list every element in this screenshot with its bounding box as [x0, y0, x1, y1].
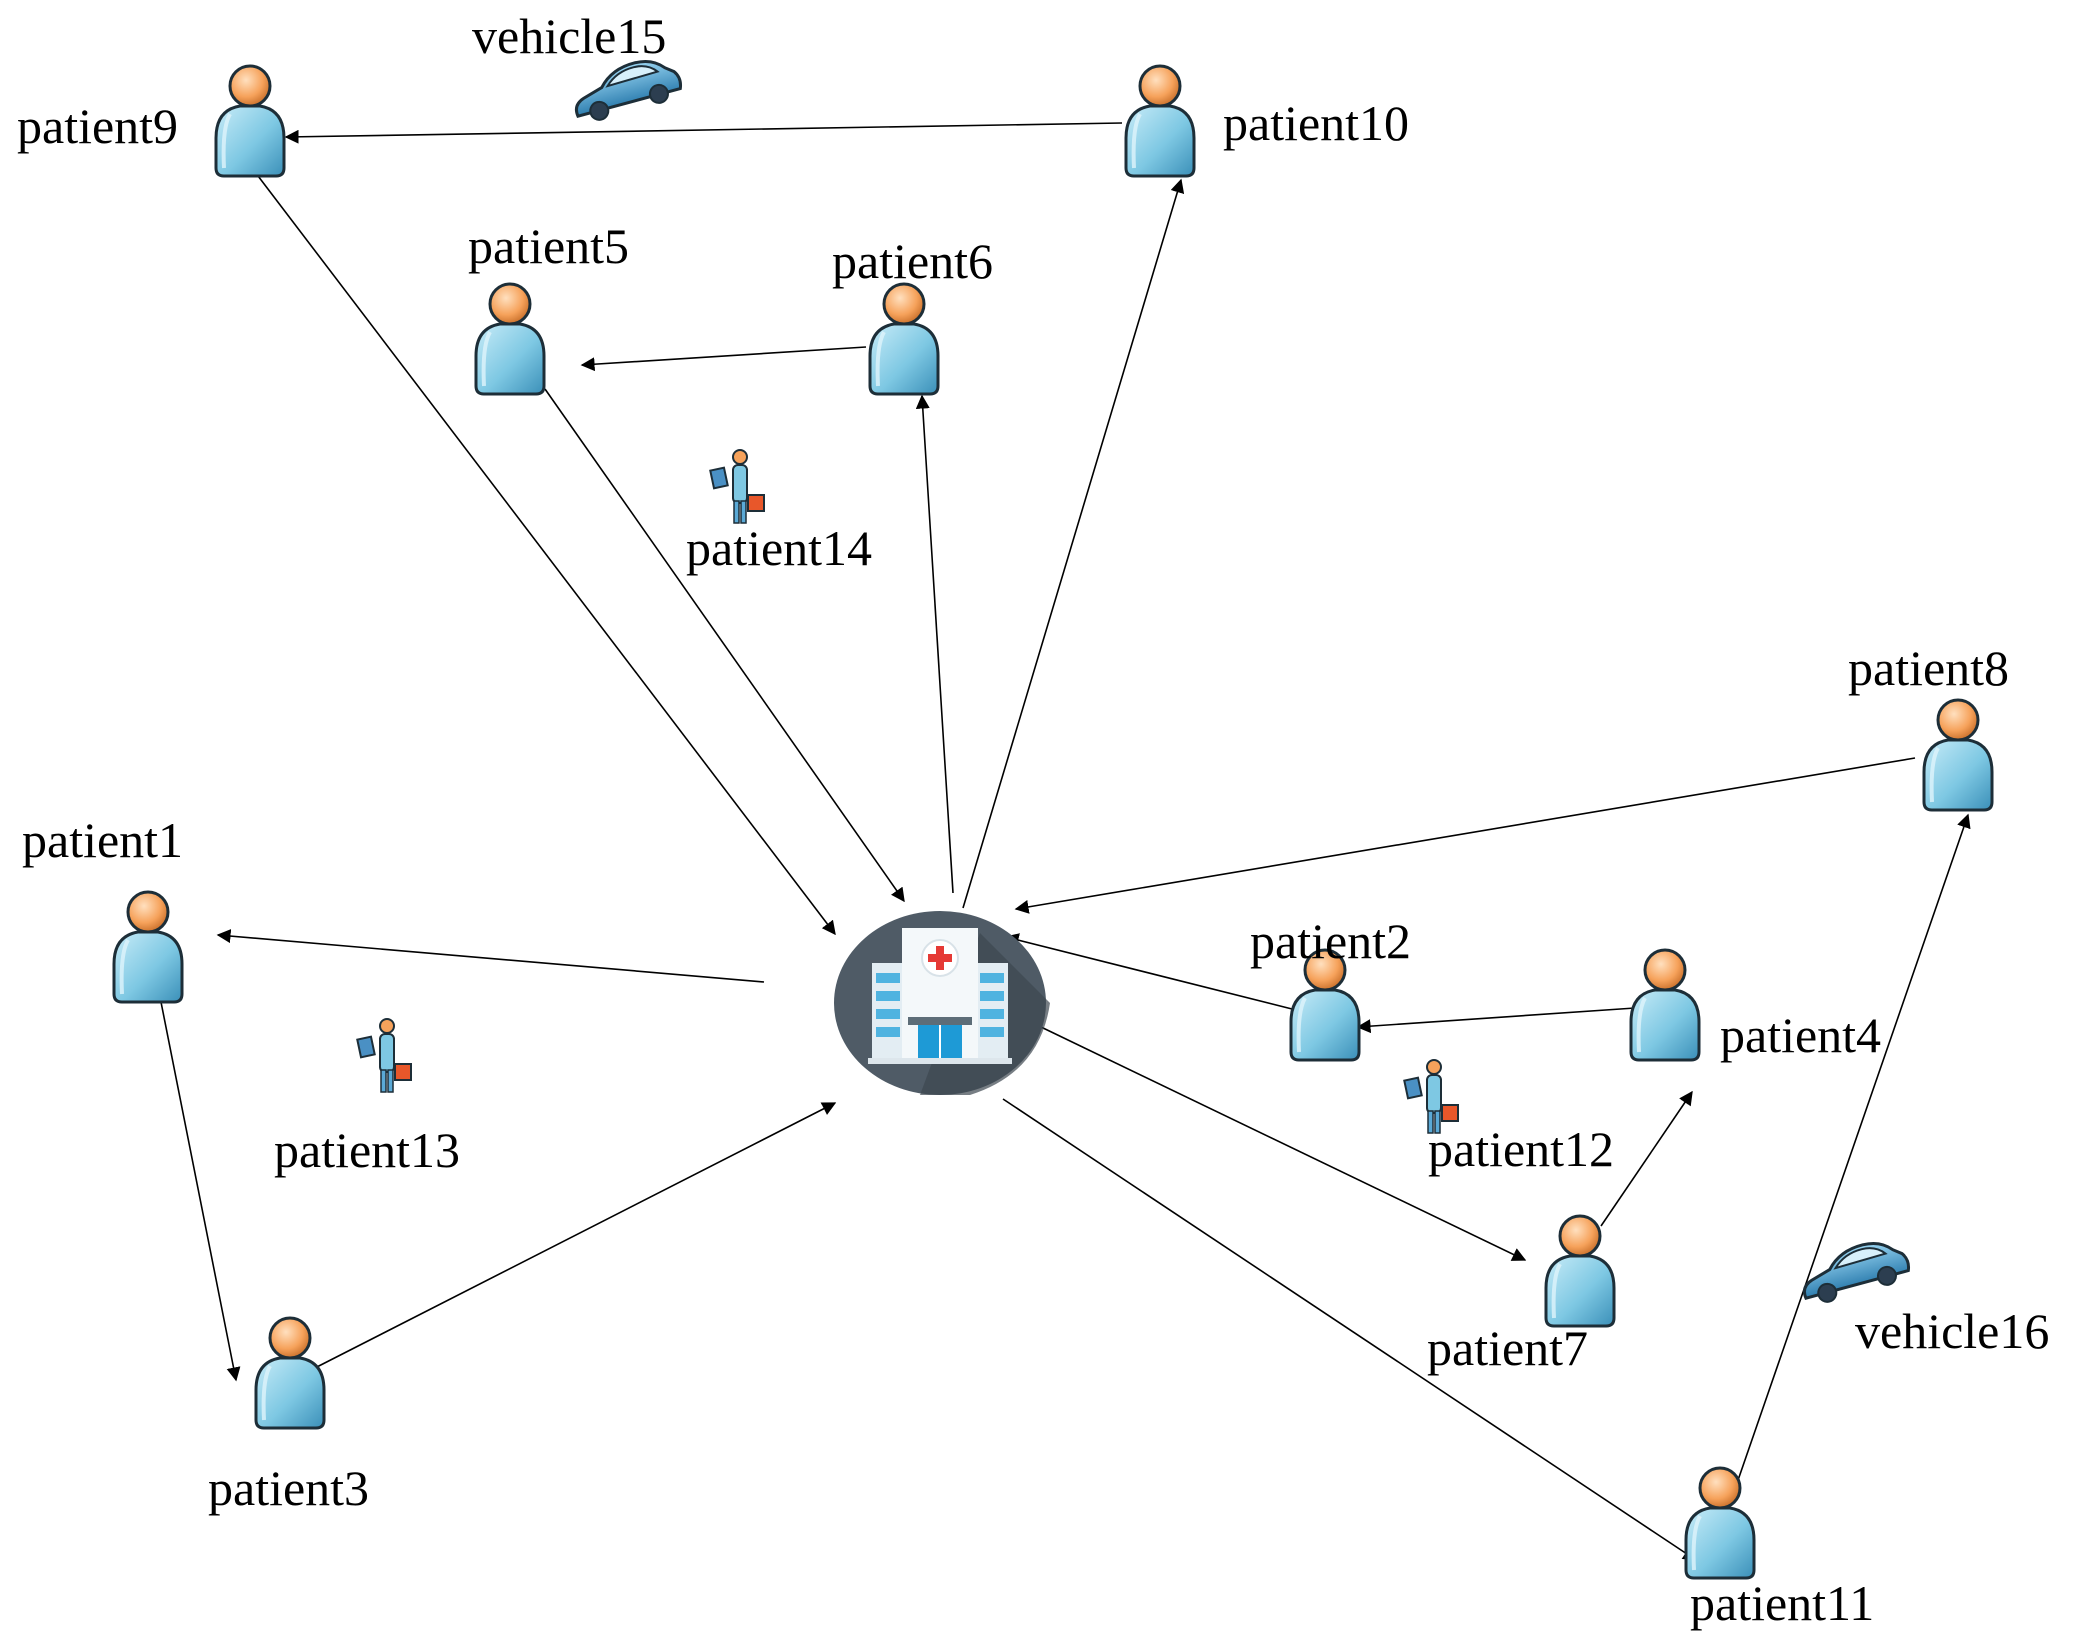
node-label: patient6: [832, 233, 993, 289]
caregiver-icon: [356, 1018, 412, 1093]
edge-patient10-to-patient9: [284, 122, 1123, 144]
person-icon: [112, 890, 184, 1004]
edge-patient9-to-hospital: [254, 171, 836, 936]
node-label: patient7: [1427, 1320, 1588, 1376]
node-label: patient5: [468, 218, 629, 274]
car-icon: [1794, 1233, 1915, 1309]
person-icon: [1922, 698, 1994, 812]
node-patient9[interactable]: patient9: [17, 64, 286, 178]
hospital-icon: [834, 911, 1050, 1095]
node-vehicle16[interactable]: vehicle16: [1794, 1233, 2049, 1359]
node-patient5[interactable]: patient5: [468, 218, 629, 396]
person-icon: [1684, 1466, 1756, 1580]
hospital-node: [834, 911, 1050, 1095]
edge-hospital-to-patient6: [915, 394, 954, 894]
person-icon: [1629, 948, 1701, 1062]
edge-patient2-to-hospital: [1004, 933, 1293, 1010]
node-label: patient12: [1428, 1121, 1614, 1177]
node-patient13[interactable]: patient13: [274, 1018, 460, 1178]
edge-patient4-to-patient2: [1356, 1007, 1636, 1034]
node-label: patient8: [1848, 640, 2009, 696]
node-patient8[interactable]: patient8: [1848, 640, 2009, 812]
edge-patient8-to-hospital: [1014, 757, 1916, 914]
node-label: patient4: [1720, 1007, 1881, 1063]
node-patient14[interactable]: patient14: [686, 449, 872, 576]
node-label: patient2: [1250, 913, 1411, 969]
edges: [159, 122, 1971, 1561]
node-patient6[interactable]: patient6: [832, 233, 993, 396]
node-patient7[interactable]: patient7: [1427, 1214, 1616, 1376]
edge-patient3-to-hospital: [308, 1102, 837, 1372]
person-icon: [474, 282, 546, 396]
car-icon: [566, 51, 687, 127]
edge-hospital-to-patient10: [962, 178, 1185, 909]
edge-patient5-to-hospital: [544, 388, 905, 903]
edge-hospital-to-patient11: [1002, 1098, 1698, 1561]
person-icon: [868, 282, 940, 396]
edge-patient11-to-patient8: [1735, 813, 1971, 1487]
person-icon: [1544, 1214, 1616, 1328]
node-label: patient10: [1223, 95, 1409, 151]
node-label: vehicle15: [472, 8, 666, 64]
node-patient12[interactable]: patient12: [1403, 1059, 1614, 1177]
node-label: patient13: [274, 1122, 460, 1178]
node-patient3[interactable]: patient3: [208, 1316, 369, 1516]
person-icon: [254, 1316, 326, 1430]
node-label: patient1: [22, 812, 183, 868]
node-label: patient9: [17, 98, 178, 154]
caregiver-icon: [709, 449, 765, 524]
node-label: patient11: [1690, 1575, 1874, 1631]
node-patient2[interactable]: patient2: [1250, 913, 1411, 1062]
edge-hospital-to-patient7: [1040, 1026, 1527, 1261]
edge-patient6-to-patient5: [580, 346, 867, 372]
node-patient4[interactable]: patient4: [1629, 948, 1881, 1063]
node-vehicle15[interactable]: vehicle15: [472, 8, 687, 127]
edge-hospital-to-patient1: [216, 929, 765, 983]
node-patient10[interactable]: patient10: [1124, 64, 1409, 178]
person-icon: [1124, 64, 1196, 178]
node-label: patient3: [208, 1460, 369, 1516]
node-patient1[interactable]: patient1: [22, 812, 184, 1004]
edge-patient1-to-patient3: [159, 996, 241, 1382]
person-icon: [214, 64, 286, 178]
node-patient11[interactable]: patient11: [1684, 1466, 1874, 1631]
node-label: patient14: [686, 520, 872, 576]
node-label: vehicle16: [1855, 1303, 2049, 1359]
edge-patient7-to-patient4: [1600, 1090, 1693, 1227]
